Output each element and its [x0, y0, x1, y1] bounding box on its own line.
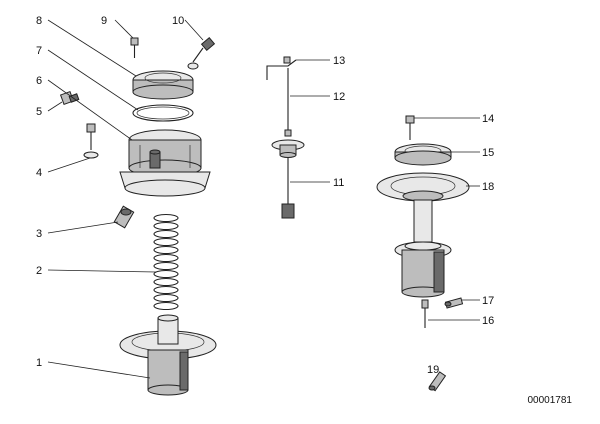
callout-7: 7 — [36, 45, 42, 57]
callout-9: 9 — [101, 15, 107, 27]
part-18-cup — [394, 199, 452, 298]
callout-14: 14 — [482, 113, 494, 125]
callout-16: 16 — [482, 315, 494, 327]
part-8-cover — [132, 70, 194, 100]
part-1-base-cup — [119, 314, 217, 396]
part-7-gasket — [132, 104, 194, 122]
callout-2: 2 — [36, 265, 42, 277]
part-6-housing — [119, 129, 211, 197]
leader-lines — [47, 19, 480, 379]
callout-17: 17 — [482, 295, 494, 307]
callout-8: 8 — [36, 15, 42, 27]
part-14-screw — [405, 115, 415, 140]
callout-11: 11 — [333, 177, 344, 189]
callout-numbers: 1 2 3 4 5 6 7 8 9 10 11 12 13 14 15 16 1… — [36, 15, 494, 376]
callout-18: 18 — [482, 181, 494, 193]
callout-1: 1 — [36, 357, 42, 369]
part-18-flange — [376, 172, 470, 202]
part-11-sender — [271, 139, 305, 219]
callout-19: 19 — [427, 364, 439, 376]
part-2-spring — [153, 213, 179, 311]
part-15-ring — [394, 143, 452, 166]
part-13-bent-pin — [266, 56, 297, 80]
part-4-screw — [83, 123, 99, 159]
callout-6: 6 — [36, 75, 42, 87]
part-5-bolt — [59, 90, 80, 106]
part-3-fitting — [113, 205, 135, 229]
callout-3: 3 — [36, 228, 42, 240]
part-9-screw — [130, 37, 139, 58]
callout-13: 13 — [333, 55, 345, 67]
part-16-pin — [421, 299, 429, 328]
callout-4: 4 — [36, 167, 42, 179]
callout-12: 12 — [333, 91, 345, 103]
part-19-connector — [428, 371, 447, 392]
callout-10: 10 — [172, 15, 184, 27]
part-12-rod — [284, 68, 292, 137]
part-17-clip — [444, 297, 464, 309]
part-10-bolt — [187, 37, 216, 70]
callout-5: 5 — [36, 106, 42, 118]
callout-15: 15 — [482, 147, 494, 159]
drawing-code: 00001781 — [527, 395, 573, 406]
